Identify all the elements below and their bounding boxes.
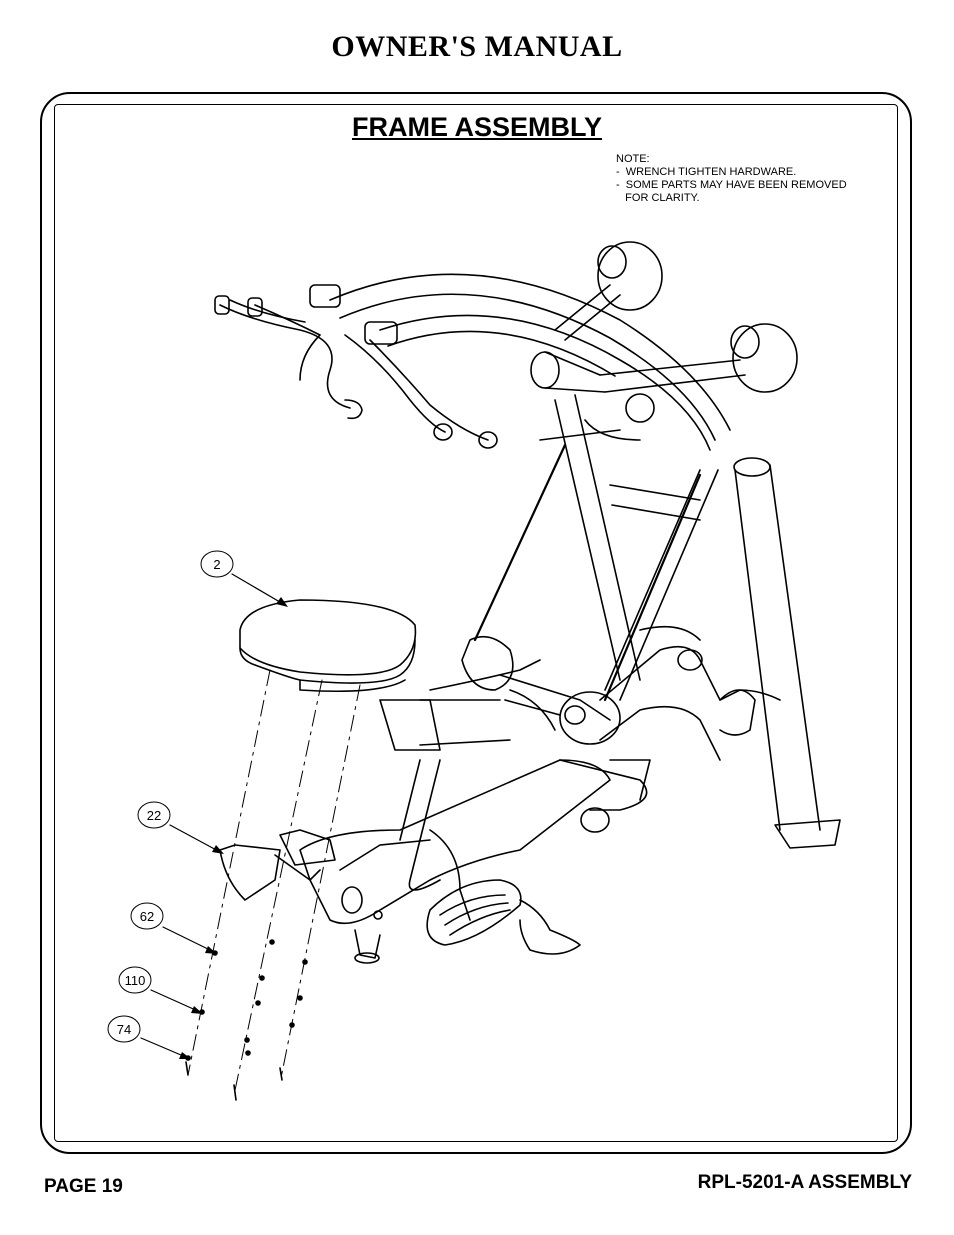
manual-title: OWNER'S MANUAL xyxy=(331,30,623,63)
seat-bracket-part-22 xyxy=(219,829,336,901)
callout-label: 110 xyxy=(125,973,146,988)
callout-62: 62 xyxy=(130,902,164,930)
callout-label: 74 xyxy=(117,1022,131,1037)
base-rail xyxy=(299,759,611,964)
page-number: PAGE 19 xyxy=(44,1176,123,1197)
note-line: FOR CLARITY. xyxy=(616,192,700,204)
note-line: - WRENCH TIGHTEN HARDWARE. xyxy=(616,166,797,178)
outer-border xyxy=(40,92,912,1154)
leader-arrows xyxy=(140,573,286,1059)
callout-22: 22 xyxy=(137,801,171,829)
frame-assembly-diagram: 2 22 62 110 74 xyxy=(107,241,841,1101)
upper-arc-bars xyxy=(329,273,731,451)
cables xyxy=(473,443,702,702)
hardware xyxy=(185,939,308,1101)
callout-label: 22 xyxy=(147,808,161,823)
note-line: NOTE: xyxy=(616,153,650,165)
assembly-lines xyxy=(187,669,361,1096)
callout-110: 110 xyxy=(118,966,152,994)
upright-tubes xyxy=(539,394,841,849)
callout-74: 74 xyxy=(107,1015,141,1043)
assembly-note: NOTE: - WRENCH TIGHTEN HARDWARE. - SOME … xyxy=(616,153,847,205)
callout-2: 2 xyxy=(200,550,234,578)
left-handles xyxy=(214,284,498,449)
note-line: - SOME PARTS MAY HAVE BEEN REMOVED xyxy=(616,179,847,191)
section-title: FRAME ASSEMBLY xyxy=(351,112,603,142)
arrow-heads xyxy=(179,597,288,1059)
lower-frame xyxy=(379,625,781,841)
seat-part-2 xyxy=(239,599,417,693)
callout-label: 62 xyxy=(140,909,154,924)
top-crossbar xyxy=(530,241,798,423)
model-assembly-label: RPL-5201-A ASSEMBLY xyxy=(697,1172,912,1193)
callout-label: 2 xyxy=(213,557,220,572)
inner-border xyxy=(54,104,898,1142)
